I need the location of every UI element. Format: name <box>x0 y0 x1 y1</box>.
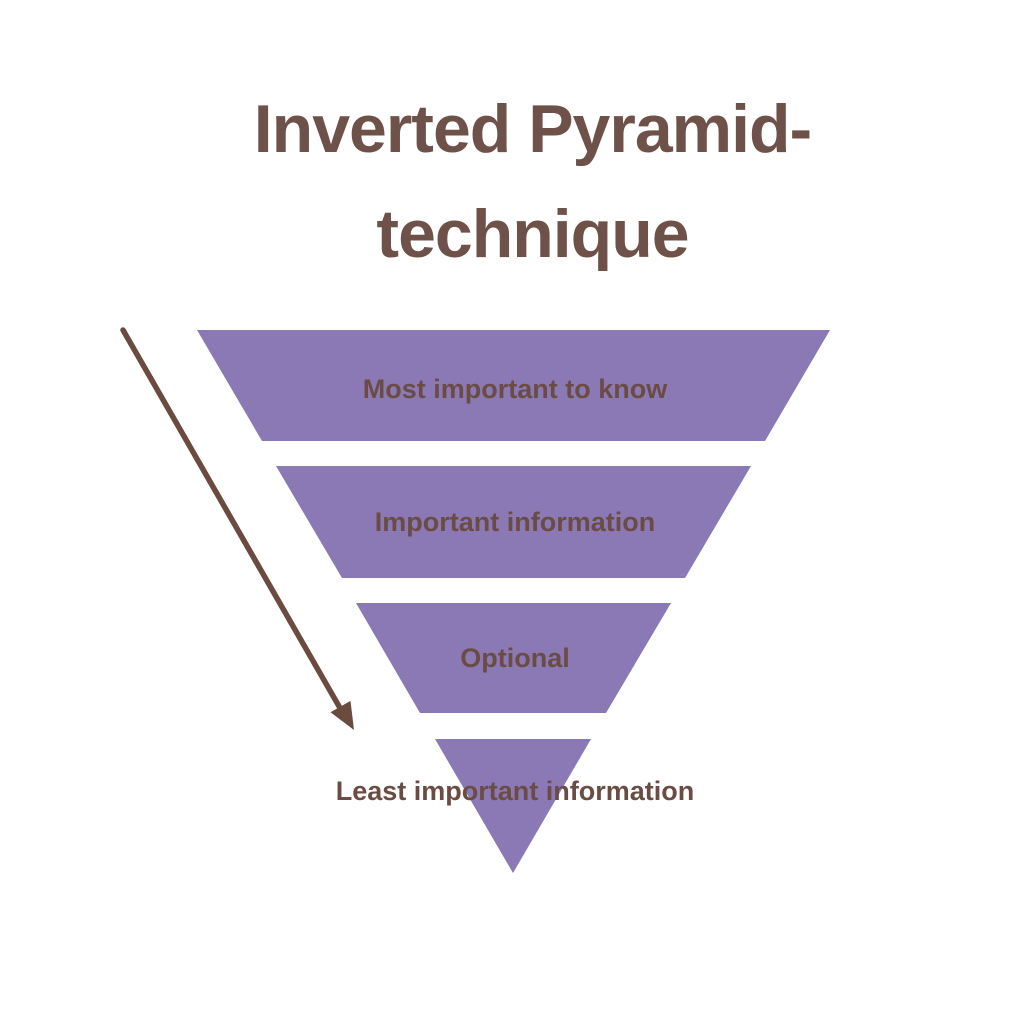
flow-direction-arrow-icon <box>120 327 354 730</box>
pyramid-level-4-label: Least important information <box>335 776 695 806</box>
page-title: Inverted Pyramid- technique <box>35 77 1030 287</box>
page-title-line-2: technique <box>376 196 689 272</box>
arrow-shaft <box>120 327 343 711</box>
pyramid-level-2-label: Important information <box>374 507 656 537</box>
pyramid-level-4-shape <box>435 739 591 873</box>
arrow-head <box>330 700 354 730</box>
pyramid-level-1-shape <box>197 330 830 441</box>
pyramid-level-3-label: Optional <box>460 643 570 673</box>
pyramid-level-3-shape <box>356 603 671 713</box>
pyramid-level-1-label: Most important to know <box>362 374 668 404</box>
page-title-line-1: Inverted Pyramid- <box>253 91 812 167</box>
pyramid-level-2-shape <box>276 466 751 578</box>
